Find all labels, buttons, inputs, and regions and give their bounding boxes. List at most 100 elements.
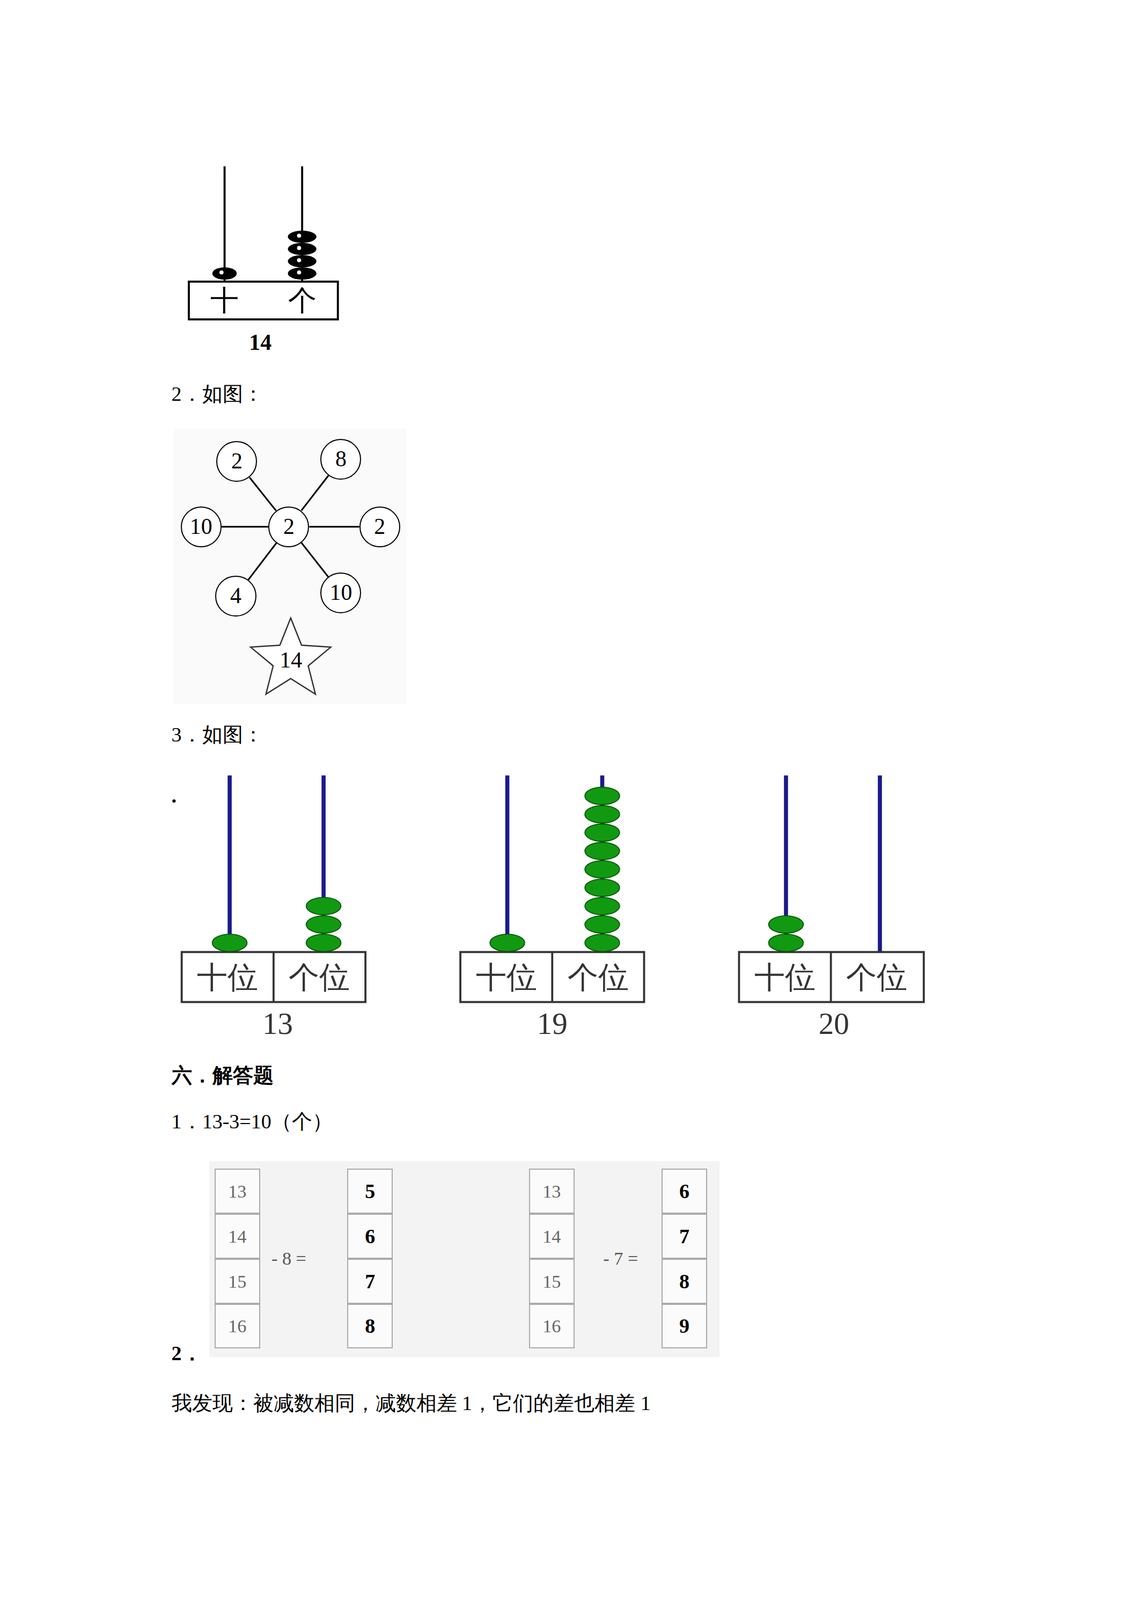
place-value-cell: 个位 xyxy=(273,952,366,1003)
node-text: 14 xyxy=(542,1227,561,1246)
node-text: 十 xyxy=(210,286,239,315)
bead xyxy=(306,915,342,934)
connector-line xyxy=(301,542,329,578)
node-text: 8 xyxy=(364,1315,376,1336)
label-text: 2． xyxy=(171,1341,203,1366)
bead xyxy=(584,842,620,860)
node-text: 4 xyxy=(230,584,242,608)
table-cell: 6 xyxy=(347,1213,394,1259)
node-text: 8 xyxy=(679,1271,690,1292)
table-cell: 8 xyxy=(347,1303,394,1349)
node-text: 2 xyxy=(283,515,295,539)
section-heading: 六．解答题 xyxy=(171,1063,274,1089)
bead xyxy=(584,860,620,878)
node-text: 16 xyxy=(228,1316,247,1335)
node-text: 2 xyxy=(373,515,386,539)
label-text: 20 xyxy=(818,1005,850,1042)
node-text: 13 xyxy=(542,1181,561,1201)
node-text: 15 xyxy=(542,1272,561,1291)
node-text: 10 xyxy=(329,581,353,605)
node-text: 个位 xyxy=(567,961,629,993)
label-text: 19 xyxy=(537,1005,568,1042)
number-circle: 2 xyxy=(216,441,257,482)
table-cell: 6 xyxy=(661,1168,708,1214)
number-circle: 10 xyxy=(180,506,222,548)
node-text: 6 xyxy=(679,1180,690,1202)
node-text: 2 xyxy=(231,450,243,473)
connector-line xyxy=(248,542,277,580)
label-text: 2．如图： xyxy=(171,382,264,407)
node-text: 16 xyxy=(542,1316,561,1335)
star-shape: 14 xyxy=(246,612,335,701)
node-text: 个 xyxy=(288,286,317,315)
bead xyxy=(584,824,620,842)
table-cell: 16 xyxy=(214,1303,261,1349)
place-value-cell: 个位 xyxy=(552,952,644,1003)
label-text: 1．13-3=10（个） xyxy=(171,1109,333,1135)
abacus xyxy=(188,166,339,320)
node-text: 8 xyxy=(335,448,347,471)
number-circle: 4 xyxy=(215,575,256,617)
label-text: - 8 = xyxy=(271,1247,307,1270)
label-text: 我发现：被减数相同，减数相差 1，它们的差也相差 1 xyxy=(171,1391,651,1416)
abacus xyxy=(738,775,924,1002)
label-text: - 7 = xyxy=(603,1247,638,1270)
abacus xyxy=(460,775,644,1002)
bead xyxy=(212,934,248,952)
abacus xyxy=(181,775,366,1002)
place-value-cell: 个 xyxy=(281,282,323,319)
bead xyxy=(306,897,342,915)
label-text: 3．如图： xyxy=(171,722,264,748)
node-text: 十位 xyxy=(754,961,816,993)
node-text: 7 xyxy=(679,1225,690,1247)
table-cell: 13 xyxy=(529,1168,576,1214)
node-text: 14 xyxy=(228,1227,247,1246)
table-cell: 9 xyxy=(661,1303,708,1349)
bead xyxy=(584,805,620,823)
bead xyxy=(489,934,525,952)
table-cell: 15 xyxy=(214,1258,261,1304)
table-cell: 15 xyxy=(529,1258,576,1304)
number-circle: 8 xyxy=(320,438,362,480)
connector-line xyxy=(249,477,277,511)
table-cell: 7 xyxy=(347,1258,394,1304)
table-cell: 14 xyxy=(529,1213,576,1259)
label-text: 14 xyxy=(248,328,272,356)
node-text: 13 xyxy=(228,1181,247,1201)
bead xyxy=(584,878,620,897)
abacus-beads xyxy=(212,787,804,952)
label-text: . xyxy=(171,783,178,809)
node-text: 十位 xyxy=(196,961,259,993)
bead xyxy=(768,915,804,934)
node-text: 6 xyxy=(364,1225,376,1247)
table-cell: 16 xyxy=(529,1303,576,1349)
node-text: 个位 xyxy=(288,961,350,993)
label-text: 13 xyxy=(262,1005,293,1042)
bead xyxy=(584,787,620,805)
node-text: 5 xyxy=(364,1180,376,1202)
table-cell: 14 xyxy=(214,1213,261,1259)
number-circle: 10 xyxy=(320,572,362,614)
bead xyxy=(768,934,804,952)
table-cell: 5 xyxy=(347,1168,394,1214)
place-value-cell: 十 xyxy=(204,282,246,319)
place-value-cell: 个位 xyxy=(831,952,923,1003)
connector-line xyxy=(309,526,359,527)
node-text: 9 xyxy=(679,1315,690,1336)
bead xyxy=(306,934,342,952)
table-cell: 7 xyxy=(661,1213,708,1259)
bead xyxy=(584,897,620,915)
table-cell: 13 xyxy=(214,1168,261,1214)
node-text: 10 xyxy=(189,515,213,539)
connector-line xyxy=(221,526,269,527)
place-value-cell: 十位 xyxy=(460,952,553,1003)
table-cell: 8 xyxy=(661,1258,708,1304)
node-text: 十位 xyxy=(475,961,538,993)
number-circle: 2 xyxy=(268,506,310,548)
bead xyxy=(584,915,620,934)
place-value-cell: 十位 xyxy=(181,952,274,1003)
node-text: 14 xyxy=(279,649,303,672)
